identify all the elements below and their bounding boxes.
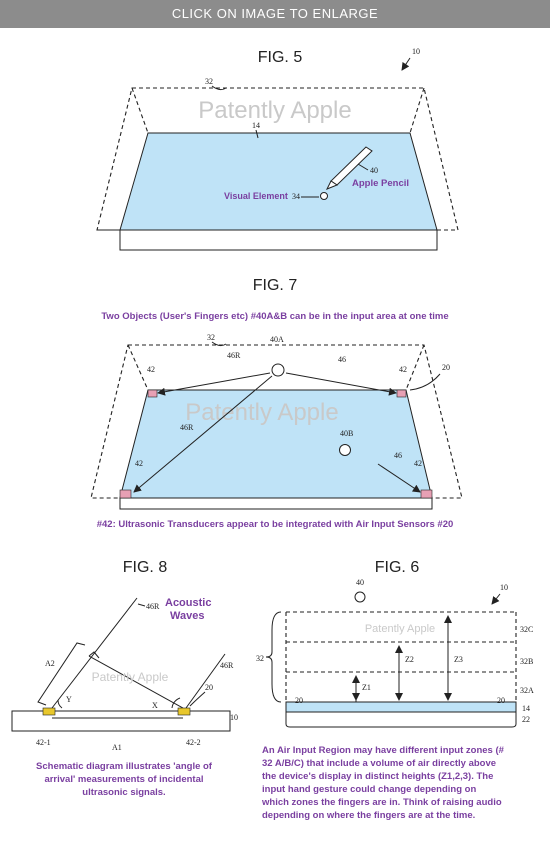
fig8-device xyxy=(11,710,231,732)
sensor-42-1 xyxy=(42,707,56,716)
fig6-device-housing xyxy=(285,702,517,728)
fig5-ref-32: 32 xyxy=(205,77,213,86)
fig8-ref-X: X xyxy=(152,701,158,710)
fig8-ref-42-1: 42-1 xyxy=(36,738,51,747)
fig8-ref-A2: A2 xyxy=(45,659,55,668)
fig8-ref-20: 20 xyxy=(205,683,213,692)
fig5-ref-10: 10 xyxy=(412,47,420,56)
object-40A xyxy=(271,363,285,377)
fig6-ref-32C: 32C xyxy=(520,625,533,634)
wave-46R-right xyxy=(185,653,226,709)
fig6-caption-6: depending on where the fingers are at th… xyxy=(262,810,475,821)
fig5-visual-element xyxy=(320,192,328,200)
fig7-ref-46R-top: 46R xyxy=(227,351,241,360)
fig6-ref-Z2: Z2 xyxy=(405,655,414,664)
transducer-bottom-left xyxy=(119,489,132,499)
fig6-caption-1: An Air Input Region may have different i… xyxy=(262,745,505,756)
object-40B xyxy=(339,444,351,456)
fig6-ref-20-left: 20 xyxy=(295,696,303,705)
transducer-bottom-right xyxy=(420,489,433,499)
fig6-ref-32A: 32A xyxy=(520,686,534,695)
fig8-watermark: Patently Apple xyxy=(92,670,169,684)
transducer-top-left xyxy=(147,389,158,398)
fig8-ref-42-2: 42-2 xyxy=(186,738,201,747)
fig7-ref-46-bottom: 46 xyxy=(394,451,402,460)
fig6-ref-Z3: Z3 xyxy=(454,655,463,664)
enlarge-banner[interactable]: CLICK ON IMAGE TO ENLARGE xyxy=(0,0,550,28)
fig5-input-volume xyxy=(96,87,459,231)
fig6-ref-22: 22 xyxy=(522,715,530,724)
fig7-caption-bottom: #42: Ultrasonic Transducers appear to be… xyxy=(97,519,454,530)
fig7-ref-42-tr: 42 xyxy=(399,365,407,374)
fig8-ref-10: 10 xyxy=(230,713,238,722)
fig7: FIG. 7 Two Objects (User's Fingers etc) … xyxy=(90,277,463,530)
fig7-ref-20: 20 xyxy=(442,363,450,372)
fig7-input-volume xyxy=(90,344,463,499)
fig6-title: FIG. 6 xyxy=(375,559,420,576)
fig7-title: FIG. 7 xyxy=(253,277,298,294)
fig7-ref-40A: 40A xyxy=(270,335,284,344)
fig8-caption-3: ultrasonic signals. xyxy=(82,787,165,798)
fig6-caption-5: which zones the fingers are in. Think of… xyxy=(261,797,502,808)
fig8-ref-A1: A1 xyxy=(112,743,122,752)
fig6-ref-Z1: Z1 xyxy=(362,683,371,692)
fig6-ref-20-right: 20 xyxy=(497,696,505,705)
apple-pencil-icon xyxy=(325,146,373,190)
fig7-ref-42-br: 42 xyxy=(414,459,422,468)
fig6-display xyxy=(285,701,517,713)
fig5-title: FIG. 5 xyxy=(258,49,303,66)
fig7-watermark: Patently Apple xyxy=(185,399,338,426)
sensor-42-2 xyxy=(177,707,191,716)
fig8-ref-Y: Y xyxy=(66,695,72,704)
transducer-top-right xyxy=(396,389,407,398)
acoustic-label-1: Acoustic xyxy=(165,597,211,609)
fig6-caption-4: input hand gesture could change dependin… xyxy=(262,784,476,795)
fig8: FIG. 8 Acoustic Waves 46R 46R A2 Patentl… xyxy=(11,559,238,798)
fig6-ref-40: 40 xyxy=(356,578,364,587)
wave-perpendicular xyxy=(88,655,184,709)
fig7-ref-42-tl: 42 xyxy=(147,365,155,374)
fig6: FIG. 6 40 10 Patently Apple 32C 32B 32A … xyxy=(256,559,534,821)
acoustic-label-2: Waves xyxy=(170,610,204,622)
fig5-watermark: Patently Apple xyxy=(198,97,351,124)
fig6-ref-14: 14 xyxy=(522,704,530,713)
fig5-ref-34: 34 xyxy=(292,192,300,201)
fig8-caption-2: arrival' measurements of incidental xyxy=(44,774,203,785)
fig7-ref-32: 32 xyxy=(207,333,215,342)
fig6-watermark: Patently Apple xyxy=(365,623,435,635)
fig5-device-base xyxy=(119,229,438,251)
fig8-title: FIG. 8 xyxy=(123,559,168,576)
fig6-ref-32: 32 xyxy=(256,654,264,663)
fig6-caption-2: 32 A/B/C) that include a volume of air d… xyxy=(262,758,496,769)
visual-element-label: Visual Element xyxy=(224,191,288,201)
fig5: FIG. 5 10 Patently Apple 32 14 40 Apple … xyxy=(96,47,459,251)
fig6-ref-32B: 32B xyxy=(520,657,533,666)
fig7-ref-46R-mid: 46R xyxy=(180,423,194,432)
fig6-object-40 xyxy=(354,591,366,603)
fig8-caption-1: Schematic diagram illustrates 'angle of xyxy=(36,761,213,772)
fig7-device-base xyxy=(119,497,433,510)
fig7-caption-top: Two Objects (User's Fingers etc) #40A&B … xyxy=(101,311,448,322)
fig8-ref-46R-right: 46R xyxy=(220,661,234,670)
fig8-ref-46R-top: 46R xyxy=(146,602,160,611)
fig5-ref-14: 14 xyxy=(252,121,260,130)
fig6-ref-10: 10 xyxy=(500,583,508,592)
fig6-caption-3: the device's display in distinct heights… xyxy=(262,771,493,782)
apple-pencil-label: Apple Pencil xyxy=(352,178,409,189)
fig5-ref-40: 40 xyxy=(370,166,378,175)
fig7-ref-46-top: 46 xyxy=(338,355,346,364)
fig7-ref-40B: 40B xyxy=(340,429,353,438)
fig7-ref-42-bl: 42 xyxy=(135,459,143,468)
